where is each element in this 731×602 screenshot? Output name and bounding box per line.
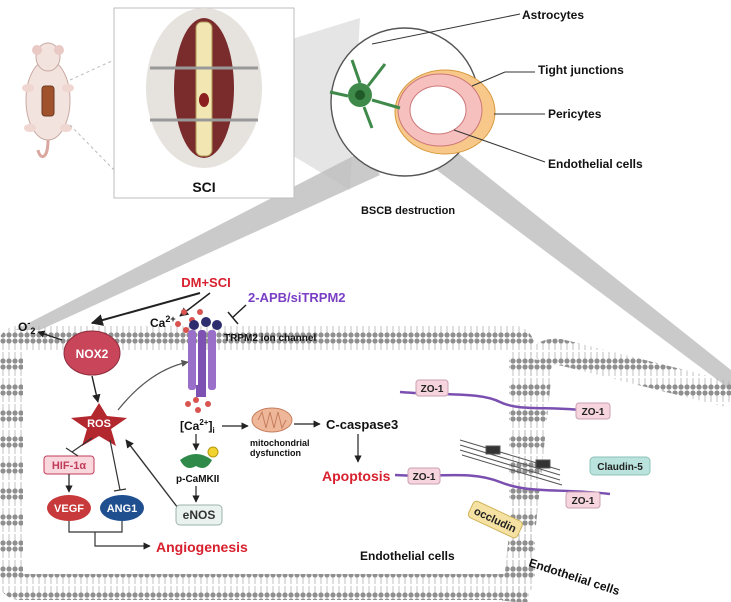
caspase-label: C-caspase3 [326,417,398,432]
enos-label: eNOS [183,508,216,522]
camkii-protein [180,454,212,468]
calcium-base: Ca [150,316,166,330]
ang1-label: ANG1 [107,503,138,515]
sci-inset [113,7,295,199]
calcium-ions-intracellular [185,397,211,413]
mito-label-1: mitochondrial [250,438,310,448]
ca-intra-sub: i [212,426,214,435]
superoxide-subscript: 2 [30,326,35,336]
angiogenesis-label: Angiogenesis [156,539,248,555]
rat-illustration [22,42,74,159]
arrow-ros-to-trpm2 [117,359,189,411]
callout-line-astrocytes [371,13,521,45]
rat-zoom-line-bottom [69,124,115,171]
mito-label-2: dysfunction [250,448,301,458]
bscb-zoom-circle [329,27,496,177]
right-cell-membrane [502,338,731,602]
zo1-b-label: ZO-1 [582,407,605,418]
zo1-box-d [565,491,601,509]
apoptosis-label: Apoptosis [322,468,391,484]
inhibit-ros-hif [65,437,93,457]
superoxide-charge: - [27,318,30,328]
tight-junction-bands [459,439,563,486]
callout-endothelial-cells: Endothelial cells [548,157,643,171]
vegf-label: VEGF [54,503,84,515]
trpm2-channel [188,317,222,397]
inhibit-bar-trpm2 [227,304,247,325]
superoxide-base: O [18,320,27,334]
mitochondrion-cristae [257,410,287,430]
ros-star [71,403,127,446]
rat-zoom-line-top [69,59,115,81]
zo1-box-c [407,467,441,485]
dm-sci-label: DM+SCI [181,275,230,290]
ca-intra-base: [Ca [180,419,200,433]
callout-pericytes: Pericytes [548,107,602,121]
bscb-label: BSCB destruction [361,205,455,217]
callout-line-tight [471,71,506,87]
arrow-to-angiogenesis [68,521,150,546]
inhibitor-label: 2-APB/siTRPM2 [248,290,346,305]
nox2-protein [63,330,121,376]
zoom-cone-right [430,145,731,390]
callout-tight-junctions: Tight junctions [538,63,624,77]
nox2-label: NOX2 [76,347,109,361]
callout-astrocytes: Astrocytes [522,8,584,22]
phospho-marker [207,446,219,458]
zo1-a-label: ZO-1 [421,384,444,395]
claudin-box [589,456,651,476]
ca-intra-charge: 2+ [199,418,208,427]
sci-label: SCI [192,179,215,195]
arrow-dmsci-to-nox2 [90,292,201,326]
arrow-enos-to-ros [125,439,179,509]
arrow-nox2-to-superoxide [37,330,63,341]
ros-label: ROS [87,418,111,430]
superoxide-label: O-2 [18,318,35,336]
calcium-intracellular-label: [Ca2+]i [180,418,215,435]
trpm2-label: TRPM2 ion channel [224,333,316,344]
claudin-label: Claudin-5 [597,462,643,473]
ca-intra-close: ] [208,419,212,433]
zo1-box-a [415,379,449,397]
ang1-node [100,495,144,521]
hif-label: HIF-1α [52,460,87,472]
inhibit-ros-ang1 [109,439,127,492]
callout-line-endothelial [453,129,546,163]
camkii-label: p-CaMKII [176,474,220,485]
zo1-d-label: ZO-1 [572,496,595,507]
endothelial-label-left: Endothelial cells [360,549,455,563]
calcium-charge: 2+ [165,314,175,324]
zo1-box-b [575,402,611,420]
zo1-c-label: ZO-1 [413,472,436,483]
calcium-extracellular-label: Ca2+ [150,314,176,330]
arrow-nox2-to-ros [91,375,101,403]
enos-box [175,504,223,526]
vegf-node [47,495,91,521]
endothelial-label-right: Endothelial cells [527,556,622,599]
